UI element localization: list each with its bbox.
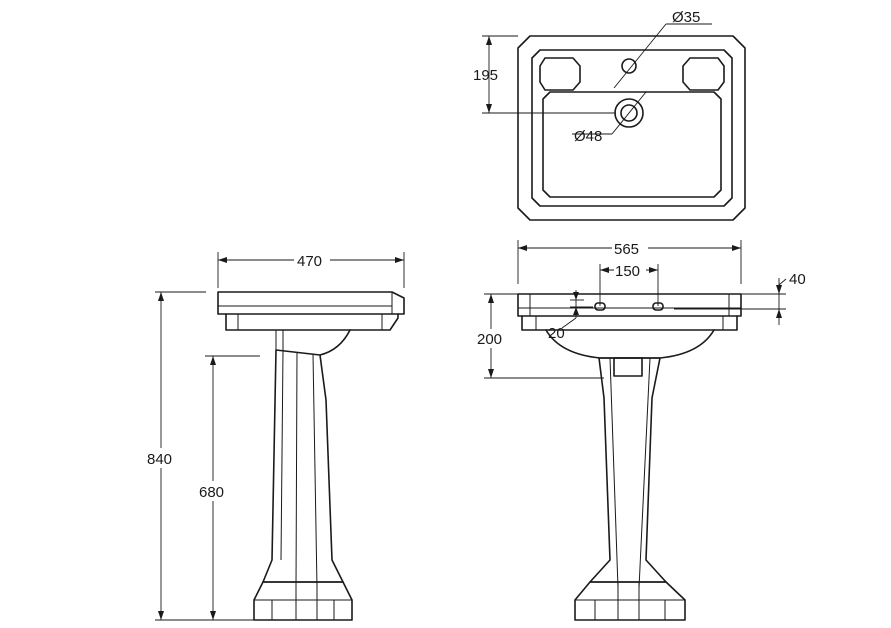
front-view-base	[574, 581, 686, 621]
front-tap-offset-label: 20	[548, 325, 565, 342]
front-view-bowl-curve	[545, 329, 715, 359]
waste-leader	[611, 91, 647, 135]
side-view-basin-lower	[225, 313, 399, 331]
side-view: 470 840 680	[146, 250, 405, 621]
tap-hole-leader	[613, 23, 667, 89]
top-view: Ø35 Ø48 195	[473, 9, 746, 221]
side-total-height-label: 840	[147, 451, 172, 468]
top-view-bowl	[542, 91, 722, 198]
front-bowl-depth-label: 200	[477, 331, 502, 348]
front-view-pedestal-recess	[613, 357, 643, 377]
front-view: 565 150	[475, 239, 806, 621]
depth-to-waste-label: 195	[473, 67, 498, 84]
front-rim-height-label: 40	[789, 271, 806, 288]
top-view-outer-rim	[517, 35, 746, 221]
waste-diameter-label: Ø48	[574, 128, 602, 145]
front-view-right-tap-hole	[652, 302, 664, 311]
side-depth-label: 470	[297, 253, 322, 270]
front-tap-spacing-label: 150	[615, 263, 640, 280]
front-view-basin-lower	[521, 315, 738, 331]
side-view-pedestal	[262, 349, 344, 583]
tap-hole-diameter-label: Ø35	[672, 9, 700, 26]
front-view-basin-top	[517, 293, 742, 317]
top-view-right-soap-recess	[682, 57, 725, 91]
top-view-inner-rim	[531, 49, 733, 207]
front-width-label: 565	[614, 241, 639, 258]
side-pedestal-height-label: 680	[199, 484, 224, 501]
top-view-waste-inner	[620, 104, 638, 122]
top-view-tap-hole	[621, 58, 637, 74]
side-view-bowl-curve	[319, 329, 351, 356]
front-view-left-tap-hole	[594, 302, 606, 311]
front-view-pedestal	[589, 357, 667, 583]
top-view-left-soap-recess	[539, 57, 581, 91]
side-view-basin-top	[217, 291, 405, 315]
side-view-base	[253, 581, 353, 621]
